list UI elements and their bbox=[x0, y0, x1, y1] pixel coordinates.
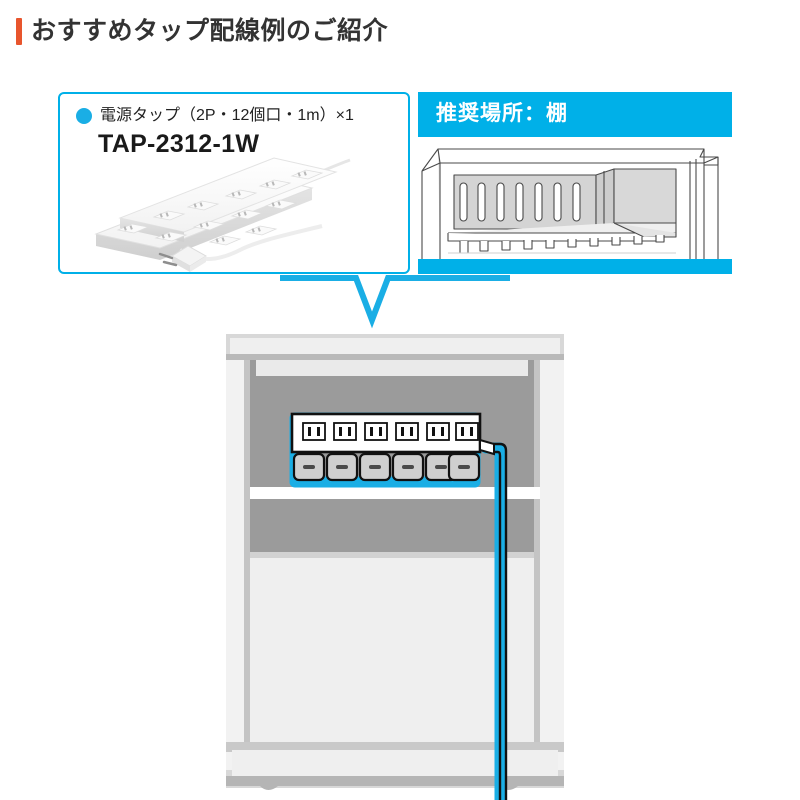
filled-circle-icon bbox=[76, 108, 92, 124]
strip-outlets bbox=[302, 422, 479, 441]
product-card: 電源タップ（2P・12個口・1m）×1 TAP-2312-1W bbox=[58, 92, 410, 274]
strip-switches bbox=[292, 452, 481, 482]
down-arrow-connector-icon bbox=[280, 275, 510, 329]
product-card-header: 電源タップ（2P・12個口・1m）×1 bbox=[76, 108, 354, 124]
power-cable bbox=[493, 442, 508, 800]
power-strip-product-photo bbox=[94, 157, 351, 272]
product-model-label: TAP-2312-1W bbox=[98, 130, 260, 158]
power-strip bbox=[290, 412, 495, 482]
cabinet-wiring-example-diagram bbox=[226, 334, 564, 800]
title-accent-bar bbox=[16, 18, 22, 45]
cabinet-shelf-divider bbox=[250, 487, 540, 499]
recommended-place-panel: 推奨場所：棚 bbox=[418, 92, 732, 274]
page-title: おすすめタップ配線例のご紹介 bbox=[16, 18, 388, 45]
recommended-place-title: 推奨場所：棚 bbox=[436, 102, 568, 125]
cabinet-back-wall-lower bbox=[250, 558, 534, 744]
page-title-text: おすすめタップ配線例のご紹介 bbox=[31, 17, 389, 45]
shelf-cabinet-interior-illustration bbox=[418, 137, 732, 259]
product-name-label: 電源タップ（2P・12個口・1m）×1 bbox=[100, 107, 354, 124]
